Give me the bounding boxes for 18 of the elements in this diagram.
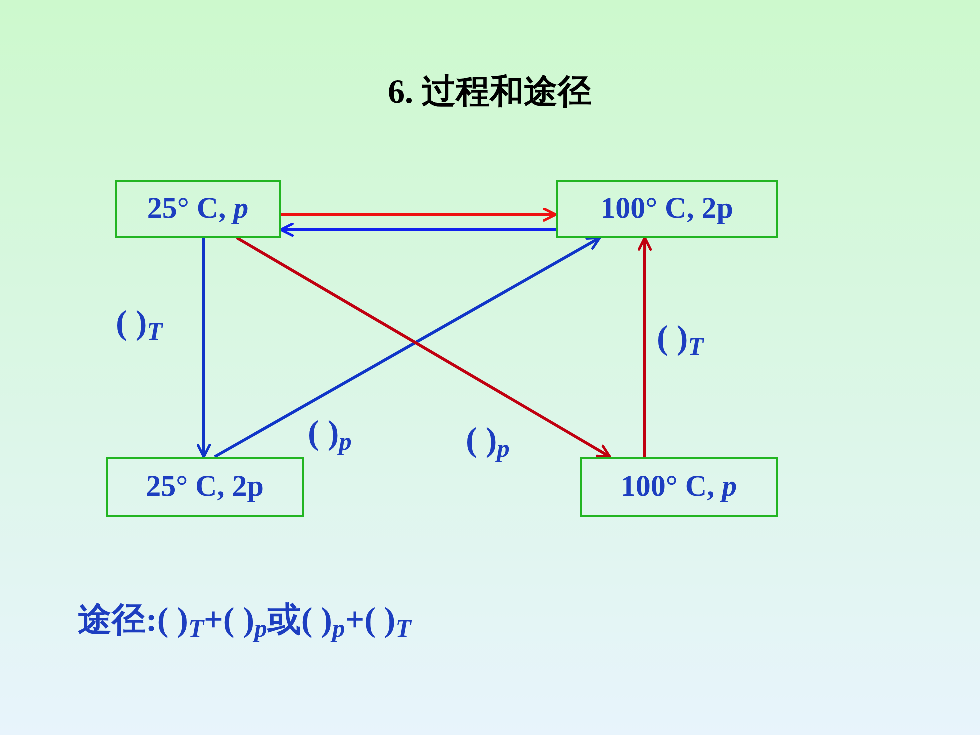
state-label: 25° C, 2p (146, 472, 264, 502)
title: 6. 过程和途径 (388, 73, 592, 113)
state-label: 100° C, 2p (600, 194, 734, 224)
edge-label: ( )$_{p}$ (466, 421, 510, 462)
state-box (580, 457, 778, 517)
arrow (281, 208, 558, 222)
arrow (280, 222, 556, 237)
edge-label: ( )$_{T}$ (657, 319, 704, 360)
edge-label: ( )$_{p}$ (308, 414, 352, 456)
state-box (556, 180, 778, 238)
state-label: 100° C, p (620, 472, 738, 502)
arrow (196, 238, 212, 458)
state-box (106, 457, 304, 517)
arrow (638, 236, 652, 457)
edge-label: ( )$_{T}$ (116, 304, 163, 346)
path-formula: 途径:( )$_{T}$+( )$_{p}$或( )$_{p}$+( )$_{T}$ (78, 601, 412, 642)
state-box (115, 180, 281, 238)
state-label: 25° C, p (147, 194, 249, 224)
